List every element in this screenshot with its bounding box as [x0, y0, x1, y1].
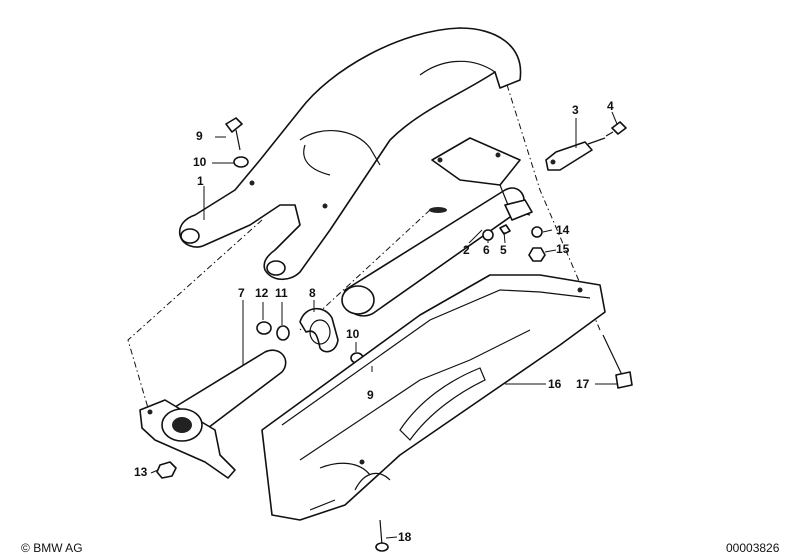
- bolt-17: [602, 334, 633, 389]
- part-label-9-lower: 9: [367, 388, 374, 402]
- part-label-14: 14: [556, 223, 570, 237]
- small-fasteners: [482, 224, 546, 262]
- switch-part: [545, 121, 627, 171]
- part-label-10-lower: 10: [346, 327, 360, 341]
- nut-13: [156, 461, 177, 479]
- part-label-18: 18: [398, 530, 412, 544]
- copyright-symbol: ©: [21, 541, 30, 555]
- part-label-12: 12: [255, 286, 269, 300]
- part-label-11: 11: [275, 286, 288, 300]
- upper-column-shroud: [178, 27, 522, 281]
- part-label-4: 4: [607, 99, 614, 113]
- brand-name: BMW AG: [33, 541, 83, 555]
- leader-lines: [150, 111, 618, 539]
- part-label-10-upper: 10: [193, 155, 207, 169]
- part-label-6: 6: [483, 243, 490, 257]
- part-label-8: 8: [309, 286, 316, 300]
- part-label-2: 2: [463, 243, 470, 257]
- column-bracket: [431, 137, 533, 221]
- part-label-3: 3: [572, 103, 579, 117]
- lower-column-tube: [139, 349, 287, 479]
- lower-shroud: [261, 274, 606, 521]
- part-label-13: 13: [134, 465, 148, 479]
- bolt-upper: [225, 117, 249, 168]
- part-label-1: 1: [197, 174, 204, 188]
- part-label-7: 7: [238, 286, 245, 300]
- diagram-number: 00003826: [726, 541, 780, 555]
- part-label-17: 17: [576, 377, 590, 391]
- copyright-notice: © BMW AG: [21, 542, 83, 554]
- nut-washer-pair: [256, 321, 290, 341]
- part-label-9-upper: 9: [196, 129, 203, 143]
- clamp-ring: [299, 307, 339, 353]
- part-label-5: 5: [500, 243, 507, 257]
- part-label-16: 16: [548, 377, 562, 391]
- screw-18: [375, 519, 389, 552]
- part-label-15: 15: [556, 242, 570, 256]
